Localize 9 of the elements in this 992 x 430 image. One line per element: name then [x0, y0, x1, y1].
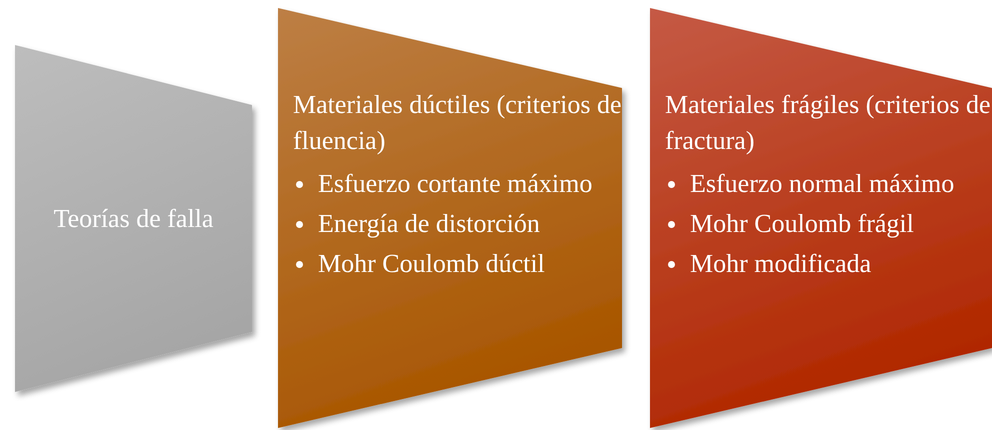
bullet-text: Esfuerzo cortante máximo [318, 169, 592, 198]
group-heading: Materiales frágiles (criterios de fractura) [665, 89, 992, 157]
bullet-text: Mohr modificada [690, 249, 872, 278]
group-heading: Materiales dúctiles (criterios de fluencia) [293, 89, 622, 157]
bullet-text: Mohr Coulomb dúctil [318, 249, 545, 278]
bullet-text: Esfuerzo normal máximo [690, 169, 954, 198]
bullet-text: Mohr Coulomb frágil [690, 209, 914, 238]
node-label: Teorías de falla [54, 202, 214, 234]
bullet-text: Energía de distorción [318, 209, 540, 238]
